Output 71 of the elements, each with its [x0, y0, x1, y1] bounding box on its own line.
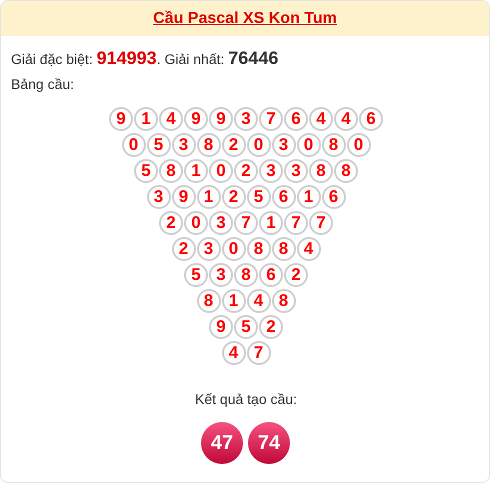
digit-circle: 8 — [272, 289, 296, 313]
digit-circle: 0 — [122, 133, 146, 157]
digit-circle: 9 — [184, 107, 208, 131]
digit-circle: 0 — [222, 237, 246, 261]
result-heading: Kết quả tạo cầu: — [195, 390, 297, 409]
digit-circle: 6 — [284, 107, 308, 131]
digit-circle: 5 — [146, 133, 170, 157]
digit-circle: 5 — [134, 159, 158, 183]
digit-circle: 5 — [234, 315, 258, 339]
digit-circle: 3 — [234, 107, 258, 131]
digit-circle: 3 — [272, 133, 296, 157]
table-heading: Bảng cầu: — [11, 75, 74, 94]
digit-circle: 9 — [172, 185, 196, 209]
digit-circle: 2 — [259, 315, 283, 339]
digit-circle: 3 — [146, 185, 170, 209]
digit-circle: 2 — [222, 133, 246, 157]
digit-circle: 7 — [309, 211, 333, 235]
digit-circle: 6 — [259, 263, 283, 287]
digit-circle: 3 — [284, 159, 308, 183]
digit-circle: 4 — [334, 107, 358, 131]
digit-circle: 8 — [246, 237, 270, 261]
digit-circle: 3 — [196, 237, 220, 261]
digit-circle: 1 — [184, 159, 208, 183]
digit-circle: 7 — [259, 107, 283, 131]
digit-circle: 6 — [272, 185, 296, 209]
digit-circle: 6 — [322, 185, 346, 209]
digit-circle: 1 — [222, 289, 246, 313]
digit-circle: 8 — [234, 263, 258, 287]
digit-circle: 3 — [209, 263, 233, 287]
digit-circle: 1 — [196, 185, 220, 209]
prize-results-text: Giải đặc biệt: 914993. Giải nhất: 76446 — [11, 48, 278, 69]
digit-circle: 3 — [172, 133, 196, 157]
digit-circle: 2 — [234, 159, 258, 183]
title-link: Cầu Pascal XS Kon Tum — [153, 9, 337, 28]
digit-circle: 8 — [272, 237, 296, 261]
result-ball: 74 — [248, 422, 290, 464]
digit-circle: 8 — [196, 133, 220, 157]
digit-circle: 7 — [234, 211, 258, 235]
digit-circle: 9 — [209, 107, 233, 131]
digit-circle: 9 — [209, 315, 233, 339]
result-ball: 47 — [201, 422, 243, 464]
digit-circle: 3 — [209, 211, 233, 235]
digit-circle: 4 — [246, 289, 270, 313]
digit-circle: 8 — [322, 133, 346, 157]
digit-circle: 8 — [334, 159, 358, 183]
digit-circle: 8 — [159, 159, 183, 183]
digit-circle: 7 — [284, 211, 308, 235]
digit-circle: 1 — [259, 211, 283, 235]
digit-circle: 4 — [222, 341, 246, 365]
digit-circle: 0 — [209, 159, 233, 183]
digit-circle: 5 — [184, 263, 208, 287]
digit-circle: 1 — [134, 107, 158, 131]
digit-circle: 7 — [246, 341, 270, 365]
digit-circle: 9 — [109, 107, 133, 131]
digit-circle: 8 — [196, 289, 220, 313]
digit-circle: 6 — [359, 107, 383, 131]
digit-circle: 8 — [309, 159, 333, 183]
digit-circle: 4 — [309, 107, 333, 131]
digit-circle: 2 — [159, 211, 183, 235]
digit-circle: 0 — [346, 133, 370, 157]
digit-circle: 4 — [159, 107, 183, 131]
digit-circle: 0 — [246, 133, 270, 157]
digit-circle: 0 — [296, 133, 320, 157]
digit-circle: 2 — [222, 185, 246, 209]
digit-circle: 2 — [172, 237, 196, 261]
digit-circle: 2 — [284, 263, 308, 287]
digit-circle: 1 — [296, 185, 320, 209]
digit-circle: 3 — [259, 159, 283, 183]
digit-circle: 5 — [246, 185, 270, 209]
digit-circle: 0 — [184, 211, 208, 235]
digit-circle: 4 — [296, 237, 320, 261]
